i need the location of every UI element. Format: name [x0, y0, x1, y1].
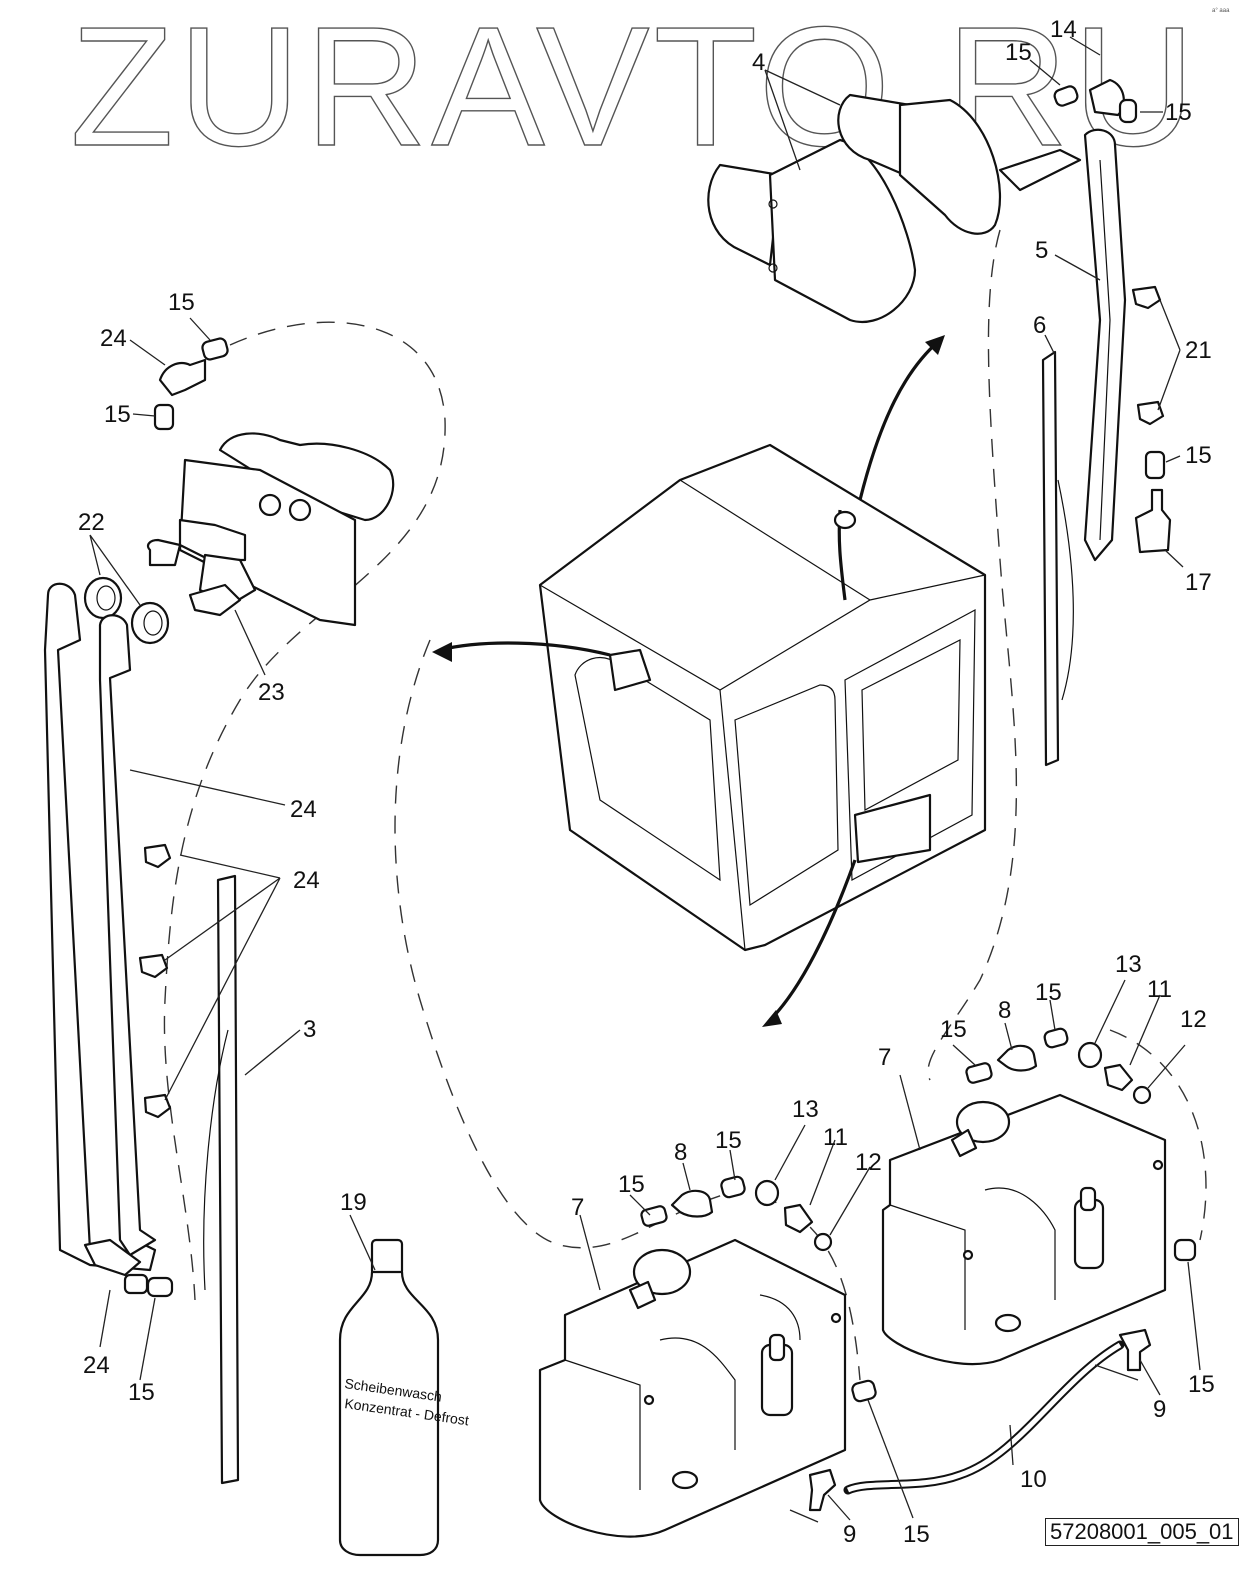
- front-hose-clips: [138, 843, 172, 1119]
- leader-lines: [89, 36, 1201, 1523]
- rear-wiper-blade: [1041, 350, 1074, 767]
- callout-5: 5: [1035, 237, 1048, 264]
- washer-reservoir-right: [881, 1093, 1167, 1366]
- front-wiper-motor: [146, 432, 395, 627]
- callout-24: 24: [290, 796, 317, 823]
- hose-route-left: [163, 321, 446, 1301]
- corner-mark: a° aaa: [1212, 8, 1230, 14]
- callout-8: 8: [674, 1139, 687, 1166]
- callout-12: 12: [1180, 1006, 1207, 1033]
- callout-15: 15: [1035, 979, 1062, 1006]
- drawing-number-label: 57208001_005_01: [1045, 1518, 1239, 1546]
- callout-10: 10: [1020, 1466, 1047, 1493]
- callout-7: 7: [571, 1194, 584, 1221]
- callout-21: 21: [1185, 337, 1212, 364]
- watermark-text: ZURAVTO.RU: [70, 0, 1199, 182]
- washer-hose: [843, 1340, 1125, 1495]
- callout-19: 19: [340, 1189, 367, 1216]
- hose-route-right: [927, 229, 1018, 1081]
- callout-15: 15: [903, 1521, 930, 1548]
- callout-8: 8: [998, 997, 1011, 1024]
- callout-12: 12: [855, 1149, 882, 1176]
- rear-nozzle: [1053, 78, 1138, 124]
- callout-15: 15: [128, 1379, 155, 1406]
- callout-9: 9: [843, 1521, 856, 1548]
- callout-13: 13: [792, 1096, 819, 1123]
- callout-15: 15: [1005, 39, 1032, 66]
- hose-route-tank2: [1109, 1029, 1207, 1241]
- callout-15: 15: [715, 1127, 742, 1154]
- callout-numbers: 14 15 15 4 5 6 21 15 17 15 24 15 22 23 2…: [78, 16, 1215, 1548]
- washer-hose-inner: [846, 1342, 1122, 1493]
- rear-clips: [1131, 285, 1172, 554]
- callout-24: 24: [83, 1352, 110, 1379]
- callout-23: 23: [258, 679, 285, 706]
- callout-24: 24: [293, 867, 320, 894]
- valve-assembly-left: [640, 1175, 877, 1512]
- callout-24: 24: [100, 325, 127, 352]
- spacer-rings: [83, 576, 170, 645]
- callout-15: 15: [1185, 442, 1212, 469]
- washer-reservoir-left: [538, 1238, 847, 1538]
- callout-7: 7: [878, 1044, 891, 1071]
- callout-9: 9: [1153, 1396, 1166, 1423]
- callout-11: 11: [823, 1124, 848, 1151]
- callout-22: 22: [78, 509, 105, 536]
- callout-11: 11: [1147, 976, 1172, 1003]
- rear-wiper-motor: [707, 93, 1082, 323]
- callout-15: 15: [104, 401, 131, 428]
- callout-6: 6: [1033, 312, 1046, 339]
- operator-cab: [538, 443, 987, 952]
- hose-route-center: [394, 639, 741, 1249]
- front-elbow-nozzle: [153, 337, 229, 431]
- callout-15: 15: [618, 1171, 645, 1198]
- callout-3: 3: [303, 1016, 316, 1043]
- callout-15: 15: [1188, 1371, 1215, 1398]
- callout-15: 15: [168, 289, 195, 316]
- reference-arrows: [432, 335, 945, 1027]
- callout-13: 13: [1115, 951, 1142, 978]
- callout-4: 4: [752, 49, 765, 76]
- front-wiper-arms: [43, 582, 174, 1298]
- callout-17: 17: [1185, 569, 1212, 596]
- front-wiper-blade: [203, 874, 240, 1485]
- washer-concentrate-bottle: Scheibenwasch Konzentrat - Defrost: [338, 1238, 470, 1557]
- callout-15: 15: [940, 1016, 967, 1043]
- hose-route-tank1: [759, 1194, 861, 1381]
- callout-15: 15: [1165, 99, 1192, 126]
- rear-wiper-arm: [1083, 128, 1127, 562]
- callout-14: 14: [1050, 16, 1077, 43]
